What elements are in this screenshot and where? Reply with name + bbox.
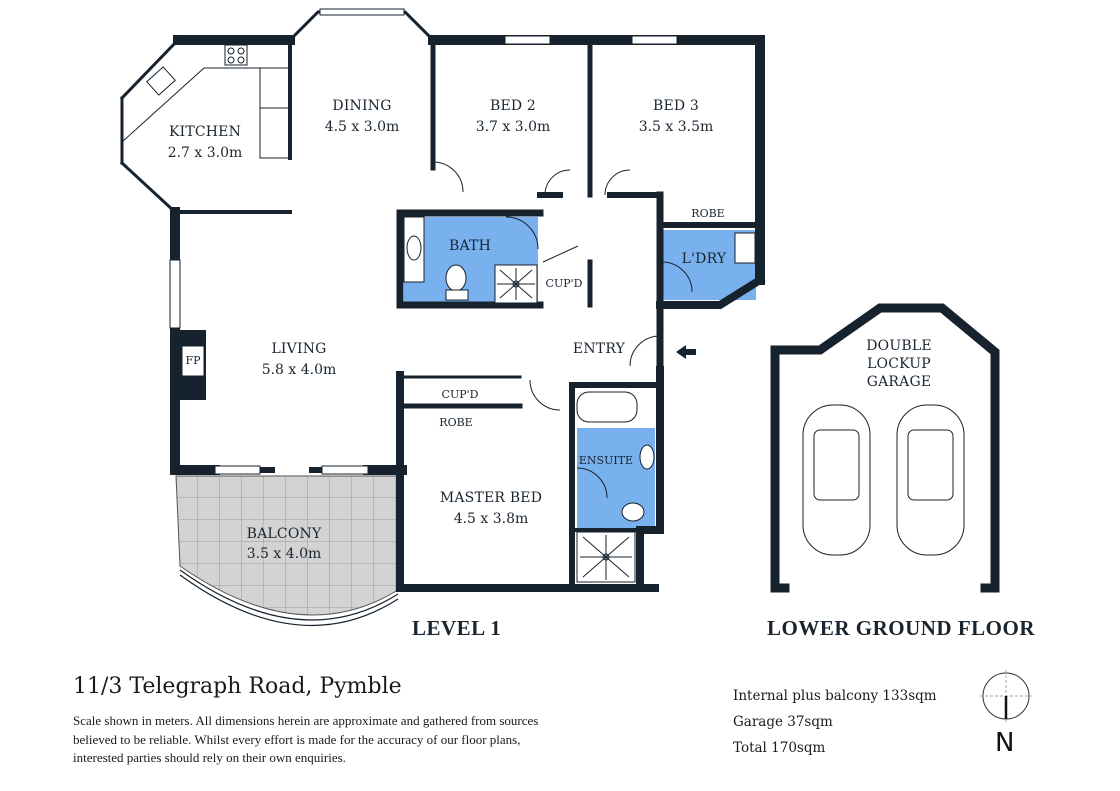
windows (169, 8, 678, 475)
entry-label: ENTRY (573, 341, 626, 357)
living-dims: 5.8 x 4.0m (262, 362, 337, 378)
garage-area: Garage 37sqm (733, 714, 833, 730)
entry-arrow-icon (676, 345, 696, 359)
cupd-master-label: CUP'D (442, 388, 479, 401)
bed2-label: BED 2 (490, 98, 536, 114)
bath-label: BATH (449, 238, 491, 254)
balcony-area (175, 475, 399, 627)
bed2-dims: 3.7 x 3.0m (476, 119, 551, 135)
dining-dims: 4.5 x 3.0m (325, 119, 400, 135)
room-labels: KITCHEN 2.7 x 3.0m DINING 4.5 x 3.0m BED… (168, 98, 932, 562)
lower-ground-heading: LOWER GROUND FLOOR (767, 616, 1036, 640)
balcony-dims: 3.5 x 4.0m (247, 546, 322, 562)
balcony-label: BALCONY (247, 526, 322, 542)
living-label: LIVING (271, 341, 326, 357)
north-compass: N (978, 668, 1034, 764)
ensuite-label: ENSUITE (579, 454, 633, 467)
master-bed-dims: 4.5 x 3.8m (454, 511, 529, 527)
property-address: 11/3 Telegraph Road, Pymble (73, 674, 402, 699)
floor-plan: KITCHEN 2.7 x 3.0m DINING 4.5 x 3.0m BED… (119, 8, 1000, 627)
laundry-label: L'DRY (682, 251, 727, 267)
level-1-heading: LEVEL 1 (412, 616, 502, 640)
cupd-hall-label: CUP'D (546, 277, 583, 290)
total-area: Total 170sqm (733, 740, 826, 756)
dining-label: DINING (332, 98, 391, 114)
bed3-dims: 3.5 x 3.5m (639, 119, 714, 135)
garage-label-line2: LOCKUP (867, 356, 931, 372)
garage-label-line1: DOUBLE (866, 338, 932, 354)
walls (119, 10, 1000, 593)
kitchen-dims: 2.7 x 3.0m (168, 145, 243, 161)
fixtures (121, 44, 756, 583)
fireplace-label: FP (185, 354, 201, 367)
kitchen-label: KITCHEN (169, 124, 241, 140)
master-bed-label: MASTER BED (440, 490, 542, 506)
robe-master-label: ROBE (439, 416, 472, 429)
compass-icon (980, 670, 1032, 722)
internal-area: Internal plus balcony 133sqm (733, 688, 937, 704)
doors (432, 161, 693, 499)
fireplace (180, 330, 206, 400)
compass-north-label: N (995, 728, 1015, 758)
car-icons (802, 404, 965, 556)
disclaimer-text: Scale shown in meters. All dimensions he… (73, 713, 539, 765)
robe-bed3-label: ROBE (691, 207, 724, 220)
bed3-label: BED 3 (653, 98, 699, 114)
area-summary: Internal plus balcony 133sqm Garage 37sq… (733, 683, 937, 761)
garage-label-line3: GARAGE (867, 374, 932, 390)
